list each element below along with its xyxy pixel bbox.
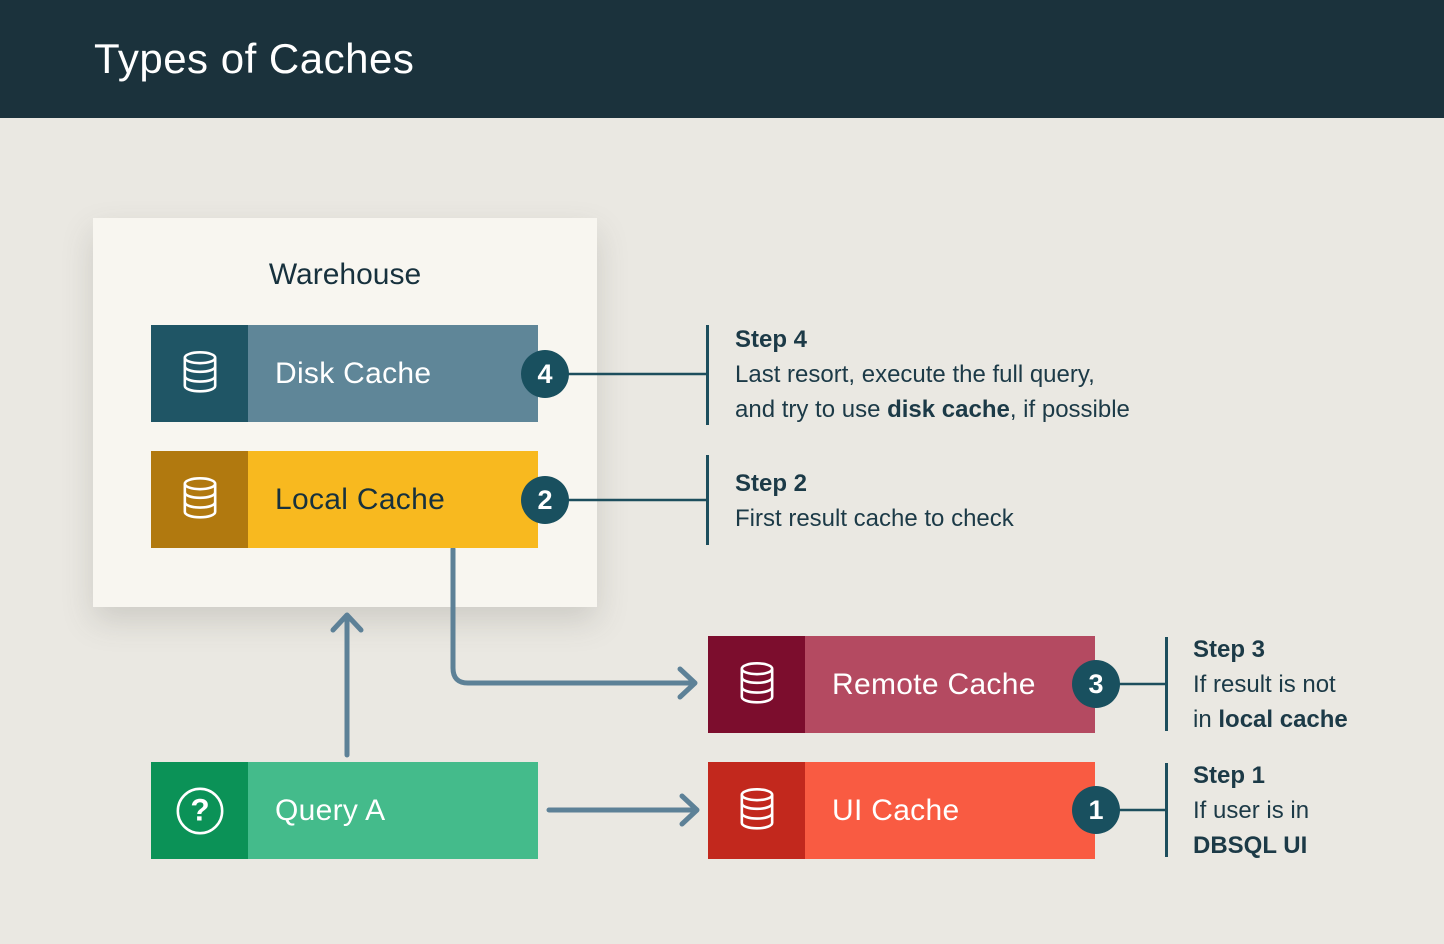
bar-label: Query A: [275, 793, 386, 827]
arrow-query-to-ui-cache: [546, 793, 700, 827]
node-disk-cache: Disk Cache: [151, 325, 538, 422]
bar-label: Remote Cache: [832, 667, 1036, 701]
badge-step-3: 3: [1072, 660, 1120, 708]
badge-step-1: 1: [1072, 786, 1120, 834]
step-title: Step 1: [1193, 762, 1266, 789]
bar-label: Local Cache: [275, 482, 446, 516]
svg-text:?: ?: [190, 791, 209, 827]
page-title: Types of Caches: [94, 35, 415, 82]
step-line: in local cache: [1193, 706, 1348, 733]
step-title: Step 3: [1193, 636, 1266, 663]
step-line: If user is in: [1193, 797, 1310, 824]
step-body: First result cache to check: [735, 501, 1014, 536]
arrow-query-to-warehouse: [330, 612, 364, 758]
database-icon: [151, 451, 248, 548]
node-query-a: ? Query A: [151, 762, 538, 859]
question-icon: ?: [151, 762, 248, 859]
badge-step-2: 2: [521, 476, 569, 524]
bar-label: UI Cache: [832, 793, 960, 827]
step-line: and try to use disk cache, if possible: [735, 396, 1130, 423]
node-remote-cache: Remote Cache: [708, 636, 1095, 733]
warehouse-label: Warehouse: [268, 258, 422, 291]
step-2: Step 2 First result cache to check: [735, 466, 1014, 536]
step-3: Step 3 If result is not in local cache: [1193, 632, 1348, 737]
node-local-cache: Local Cache: [151, 451, 538, 548]
header-bar: Types of Caches: [0, 0, 1444, 118]
bar-label: Disk Cache: [275, 356, 432, 390]
database-icon: [708, 636, 805, 733]
step-line: First result cache to check: [735, 505, 1014, 532]
database-icon: [708, 762, 805, 859]
step-line: If result is not: [1193, 671, 1336, 698]
step-body: Last resort, execute the full query, and …: [735, 357, 1130, 427]
badge-step-4: 4: [521, 350, 569, 398]
step-4: Step 4 Last resort, execute the full que…: [735, 322, 1130, 427]
step-title: Step 4: [735, 326, 808, 353]
step-title: Step 2: [735, 470, 808, 497]
step-body: If result is not in local cache: [1193, 667, 1348, 737]
node-ui-cache: UI Cache: [708, 762, 1095, 859]
step-line: DBSQL UI: [1193, 832, 1308, 859]
step-body: If user is in DBSQL UI: [1193, 793, 1309, 863]
step-1: Step 1 If user is in DBSQL UI: [1193, 758, 1309, 863]
step-line: Last resort, execute the full query,: [735, 361, 1095, 388]
database-icon: [151, 325, 248, 422]
